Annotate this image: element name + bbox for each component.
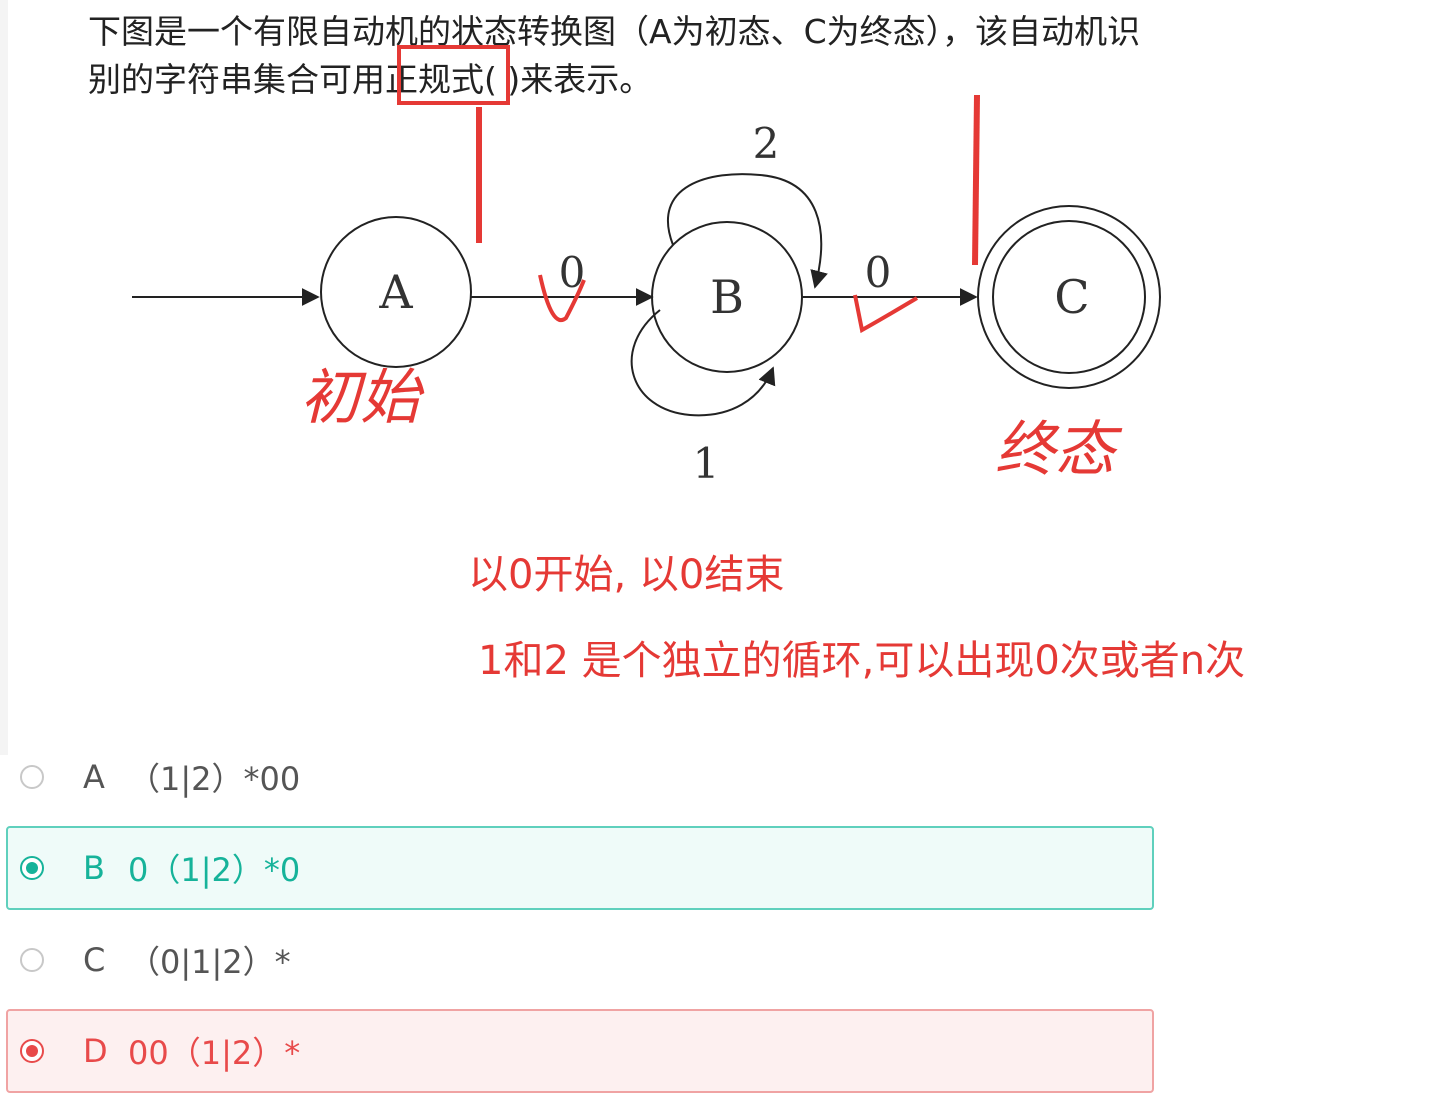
- annotation-note-1: 以0开始, 以0结束: [468, 552, 785, 598]
- annotation-check-1: [538, 274, 586, 323]
- option-b[interactable]: B 0（1|2）*0: [6, 826, 1154, 910]
- loop-bottom-label: 1: [693, 439, 720, 488]
- radio-d-dot: [26, 1045, 38, 1057]
- option-d-text: 00（1|2）*: [128, 1034, 301, 1072]
- option-c[interactable]: C （0|1|2）*: [6, 918, 1154, 1002]
- option-d[interactable]: D 00（1|2）*: [6, 1009, 1154, 1093]
- option-a[interactable]: A （1|2）*00: [6, 735, 1154, 819]
- state-c-inner: [992, 220, 1146, 374]
- highlight-box: [397, 45, 510, 105]
- option-b-letter: B: [83, 849, 105, 887]
- annotation-initial: 初始: [300, 363, 425, 433]
- radio-b-dot: [26, 862, 38, 874]
- option-c-text: （0|1|2）*: [128, 943, 291, 981]
- state-c-outer: [977, 205, 1161, 389]
- loop-top: [666, 173, 828, 289]
- state-a-label: A: [378, 265, 413, 319]
- state-a: [320, 216, 472, 368]
- question-line-2: 别的字符串集合可用正规式( )来表示。: [88, 60, 653, 99]
- radio-a[interactable]: [20, 765, 44, 789]
- option-a-letter: A: [83, 758, 105, 796]
- loop-top-label: 2: [753, 119, 780, 168]
- option-d-letter: D: [83, 1032, 108, 1070]
- loop-bottom: [630, 309, 776, 417]
- left-border: [0, 0, 8, 755]
- edge-b-c-label: 0: [865, 248, 892, 297]
- option-c-letter: C: [83, 941, 106, 979]
- annotation-note-2: 1和2 是个独立的循环,可以出现0次或者n次: [478, 638, 1246, 684]
- annotation-vline-2: [972, 94, 980, 266]
- radio-c[interactable]: [20, 948, 44, 972]
- annotation-final: 终态: [995, 415, 1123, 485]
- annotation-check-2: [853, 294, 919, 334]
- question-text: 下图是一个有限自动机的状态转换图（A为初态、C为终态），该自动机识 别的字符串集…: [88, 8, 1208, 104]
- radio-d[interactable]: [20, 1039, 44, 1063]
- option-b-text: 0（1|2）*0: [128, 851, 301, 889]
- state-b-label: B: [710, 270, 744, 324]
- state-c-label: C: [1054, 270, 1089, 324]
- question-line-1: 下图是一个有限自动机的状态转换图（A为初态、C为终态），该自动机识: [88, 12, 1141, 51]
- option-a-text: （1|2）*00: [128, 760, 301, 798]
- radio-b[interactable]: [20, 856, 44, 880]
- state-diagram: A 0 B 2 1 0 C 初始 终态: [132, 94, 1161, 488]
